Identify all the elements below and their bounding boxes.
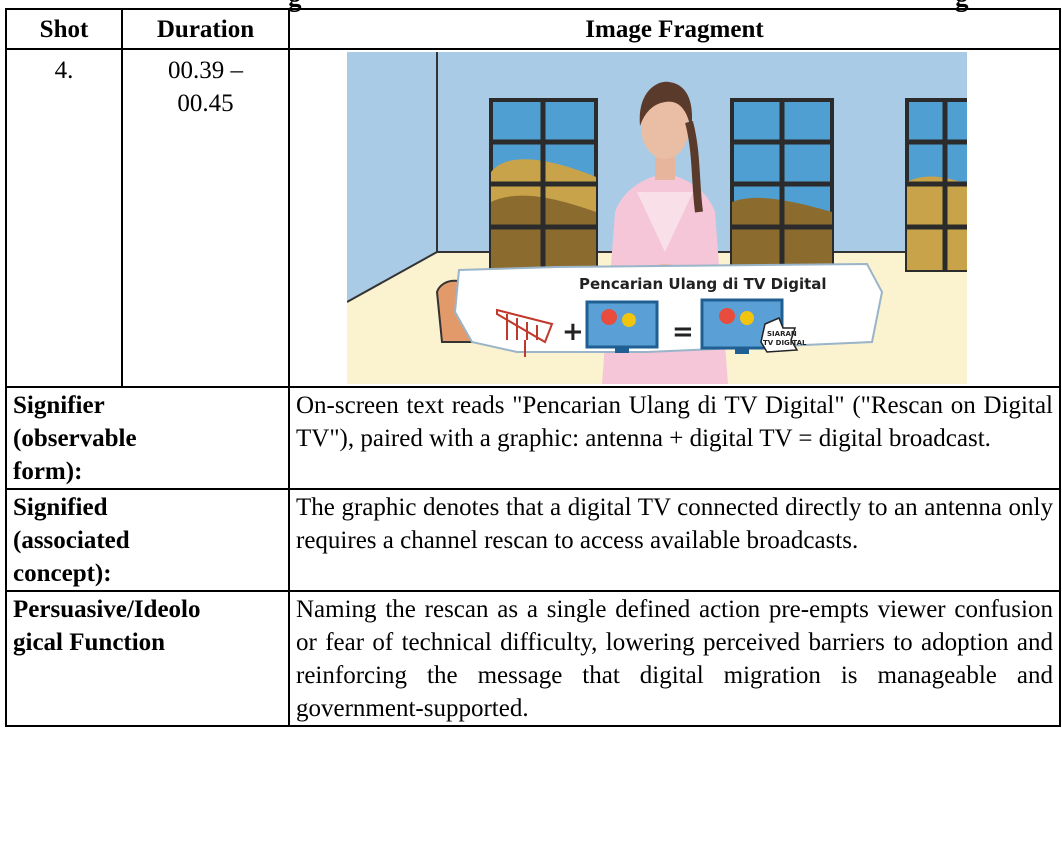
signifier-label-line-3: form): bbox=[13, 458, 83, 485]
header-row: Shot Duration Image Fragment bbox=[5, 8, 1061, 50]
signified-label: Signified (associated concept): bbox=[5, 488, 290, 592]
scene-illustration: Pencarian Ulang di TV Digital + = bbox=[347, 52, 967, 384]
signified-label-line-2: (associated bbox=[13, 527, 130, 554]
shot-number: 4. bbox=[5, 48, 123, 388]
signifier-text: On-screen text reads "Pencarian Ulang di… bbox=[288, 386, 1061, 490]
plus-sign: + bbox=[562, 317, 584, 347]
signified-row: Signified (associated concept): The grap… bbox=[5, 488, 1061, 592]
header-duration: Duration bbox=[121, 8, 290, 50]
shot-duration: 00.39 – 00.45 bbox=[121, 48, 290, 388]
middle-window bbox=[730, 98, 834, 272]
function-label-line-2: gical Function bbox=[13, 629, 166, 656]
digital-broadcast-icon: SIARAN TV DIGITAL bbox=[700, 298, 807, 354]
cut-off-table-title: g g bbox=[0, 0, 1062, 12]
banner-title: Pencarian Ulang di TV Digital bbox=[579, 275, 827, 293]
rescan-banner: Pencarian Ulang di TV Digital + = bbox=[453, 262, 884, 357]
function-row: Persuasive/Ideolo gical Function Naming … bbox=[5, 590, 1061, 727]
sticker-line-2: TV DIGITAL bbox=[763, 339, 807, 347]
signifier-row: Signifier (observable form): On-screen t… bbox=[5, 386, 1061, 490]
video-still-image: Pencarian Ulang di TV Digital + = bbox=[347, 52, 967, 384]
signifier-label: Signifier (observable form): bbox=[5, 386, 290, 490]
function-label: Persuasive/Ideolo gical Function bbox=[5, 590, 290, 727]
function-label-line-1: Persuasive/Ideolo bbox=[13, 596, 201, 623]
function-text: Naming the rescan as a single defined ac… bbox=[288, 590, 1061, 727]
signifier-label-line-1: Signifier bbox=[13, 392, 105, 419]
signified-text: The graphic denotes that a digital TV co… bbox=[288, 488, 1061, 592]
digital-tv-icon bbox=[585, 300, 659, 353]
header-shot: Shot bbox=[5, 8, 123, 50]
signified-label-line-3: concept): bbox=[13, 560, 112, 587]
left-window bbox=[489, 98, 598, 272]
right-window bbox=[905, 98, 967, 272]
duration-start: 00.39 – bbox=[168, 57, 243, 84]
equals-sign: = bbox=[672, 317, 694, 347]
duration-end: 00.45 bbox=[177, 90, 234, 117]
antenna-icon bbox=[496, 308, 554, 357]
sticker-line-1: SIARAN bbox=[767, 330, 797, 338]
header-image-fragment: Image Fragment bbox=[288, 8, 1061, 50]
signifier-label-line-2: (observable bbox=[13, 425, 137, 452]
signified-label-line-1: Signified bbox=[13, 494, 108, 521]
